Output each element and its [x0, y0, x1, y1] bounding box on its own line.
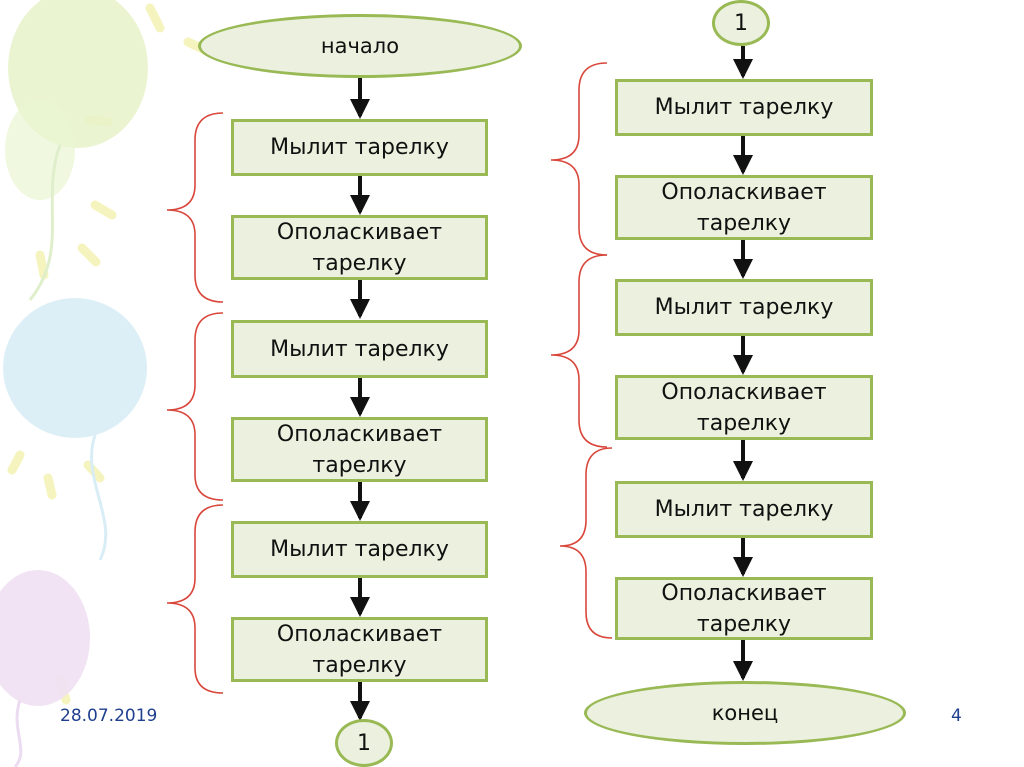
process-step: Ополаскивает тарелку — [231, 617, 488, 682]
start-label: начало — [320, 34, 400, 58]
loop-brace — [166, 312, 224, 501]
step-label: Мылит тарелку — [270, 336, 449, 362]
step-label: Ополаскивает тарелку — [276, 621, 443, 678]
process-step: Ополаскивает тарелку — [615, 375, 873, 440]
blue-balloon — [3, 298, 147, 438]
loop-brace — [550, 62, 608, 256]
step-label: Мылит тарелку — [270, 135, 449, 160]
loop-brace — [166, 504, 224, 694]
end-terminal: конец — [584, 681, 906, 745]
step-label: Ополаскивает тарелку — [661, 580, 827, 637]
process-step: Ополаскивает тарелку — [231, 215, 488, 280]
loop-brace — [559, 447, 613, 639]
step-label: Мылит тарелку — [654, 295, 834, 320]
start-terminal: начало — [198, 14, 522, 78]
process-step: Ополаскивает тарелку — [231, 417, 488, 482]
end-label: конец — [711, 701, 779, 725]
process-step: Мылит тарелку — [231, 521, 488, 578]
page-connector: 1 — [335, 719, 393, 767]
step-label: Ополаскивает тарелку — [661, 379, 827, 436]
step-label: Мылит тарелку — [654, 95, 834, 120]
process-step: Мылит тарелку — [231, 119, 488, 176]
process-step: Мылит тарелку — [615, 79, 873, 136]
connector-label: 1 — [734, 10, 748, 36]
step-label: Мылит тарелку — [654, 497, 834, 522]
process-step: Мылит тарелку — [615, 279, 873, 336]
step-label: Ополаскивает тарелку — [661, 179, 827, 236]
violet-balloon — [0, 570, 90, 706]
loop-brace — [166, 112, 224, 303]
process-step: Мылит тарелку — [615, 481, 873, 538]
step-label: Мылит тарелку — [270, 537, 449, 562]
loop-brace — [550, 254, 608, 448]
process-step: Ополаскивает тарелку — [615, 577, 873, 640]
connector-label: 1 — [357, 730, 371, 756]
process-step: Ополаскивает тарелку — [615, 175, 873, 240]
step-label: Ополаскивает тарелку — [276, 219, 443, 276]
page-connector: 1 — [712, 0, 770, 46]
slide-date: 28.07.2019 — [60, 706, 158, 726]
step-label: Ополаскивает тарелку — [276, 421, 443, 478]
slide-number: 4 — [951, 706, 962, 726]
process-step: Мылит тарелку — [231, 320, 488, 378]
